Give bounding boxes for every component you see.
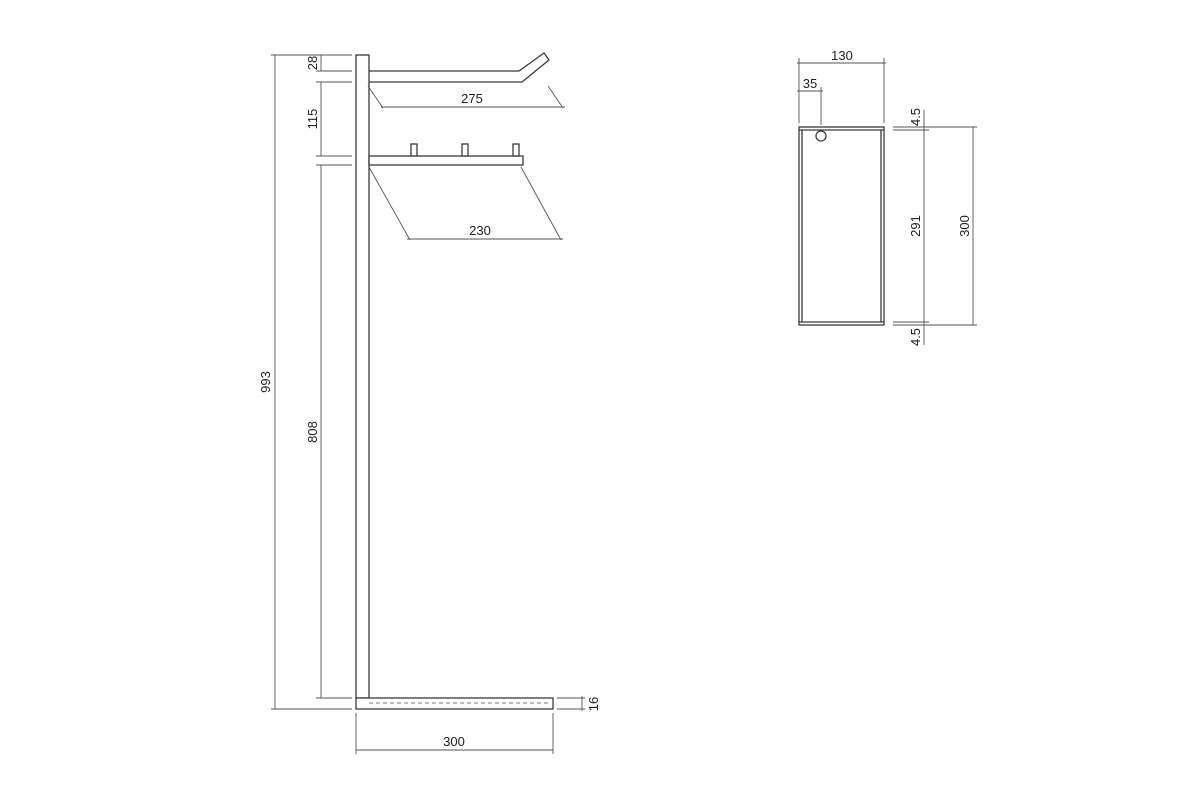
dim-base-thickness: 16 xyxy=(557,696,601,711)
dim-inner-height: 291 xyxy=(908,130,925,322)
dim-lower-arm-length-label: 230 xyxy=(469,223,491,238)
hook-left xyxy=(410,143,418,157)
dim-base-length: 300 xyxy=(355,713,554,754)
dim-base-thickness-label: 16 xyxy=(586,697,601,711)
dim-top-offset-label: 28 xyxy=(305,56,320,70)
dim-top-plate-label: 4.5 xyxy=(908,108,923,126)
dim-lower-arm-length: 230 xyxy=(368,166,563,241)
dim-arm-gap-label: 115 xyxy=(305,109,320,130)
dim-lower-height: 808 xyxy=(305,164,352,699)
dim-total-height-label: 993 xyxy=(258,371,273,393)
side-view: 130 35 4.5 291 4.5 300 xyxy=(797,48,977,346)
side-frame xyxy=(798,126,885,326)
front-view: 993 28 115 808 275 xyxy=(258,52,601,754)
dim-bottom-plate-label: 4.5 xyxy=(908,328,923,346)
dim-bottom-plate: 4.5 xyxy=(908,322,925,346)
dim-upper-arm-length-label: 275 xyxy=(461,91,483,106)
vertical-post xyxy=(355,54,370,699)
hook-right xyxy=(512,143,520,157)
upper-arm xyxy=(369,52,550,83)
dim-inner-height-label: 291 xyxy=(908,215,923,237)
dim-outer-height-label: 300 xyxy=(957,215,972,237)
base-plate xyxy=(355,697,554,710)
dim-lower-height-label: 808 xyxy=(305,421,320,443)
hook-middle xyxy=(461,143,469,157)
dim-side-width: 130 xyxy=(797,48,886,123)
dim-outer-height: 300 xyxy=(957,127,974,325)
dim-arm-gap: 115 xyxy=(305,81,352,157)
dim-hole-offset-label: 35 xyxy=(803,76,817,91)
dim-upper-arm-length: 275 xyxy=(367,85,565,109)
dim-total-height: 993 xyxy=(258,54,352,710)
dim-side-width-label: 130 xyxy=(831,48,853,63)
dim-hole-offset: 35 xyxy=(797,76,823,125)
dim-top-offset: 28 xyxy=(305,54,352,72)
dim-top-plate: 4.5 xyxy=(908,108,925,130)
dim-base-length-label: 300 xyxy=(443,734,465,749)
lower-arm xyxy=(368,155,524,166)
mounting-hole xyxy=(815,130,827,142)
